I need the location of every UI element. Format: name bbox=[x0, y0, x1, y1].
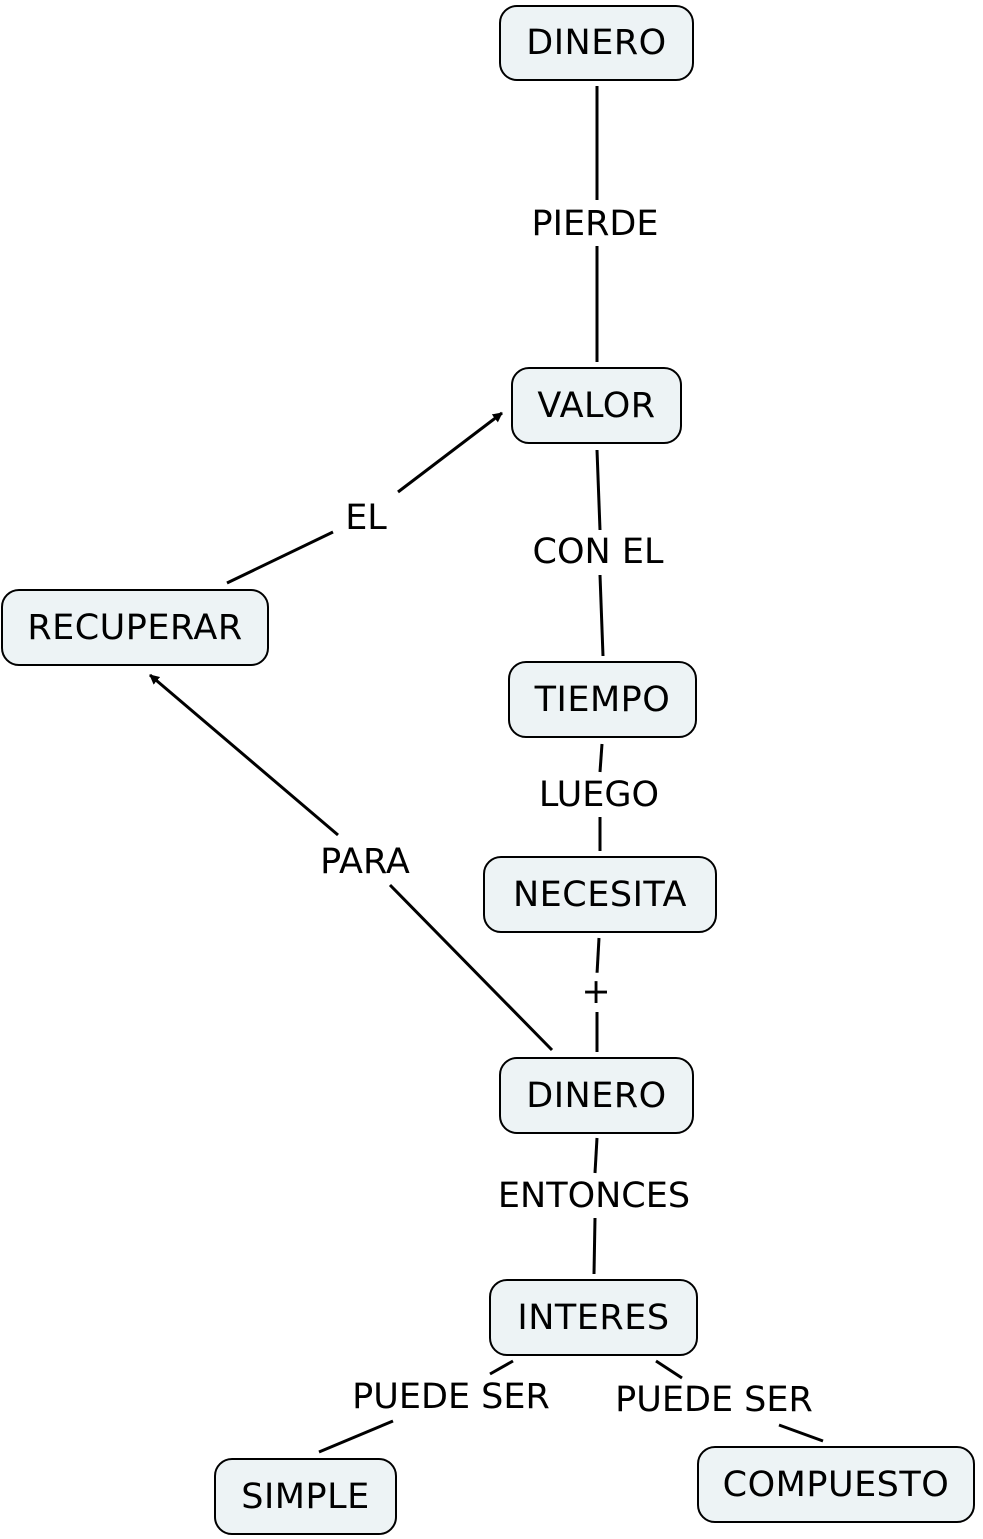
link-label-luego: LUEGO bbox=[536, 774, 662, 815]
node-dinero-top[interactable]: DINERO bbox=[499, 5, 694, 81]
edge-puedeser-compuesto bbox=[778, 1423, 824, 1443]
edge-entonces-interes bbox=[592, 1217, 597, 1275]
edge-valor-conel bbox=[595, 449, 602, 531]
edge-puedeser-simple bbox=[318, 1419, 394, 1454]
edge-para-recuperar-arrow bbox=[149, 673, 339, 837]
link-label-plus: + bbox=[579, 971, 613, 1012]
edge-tiempo-luego bbox=[598, 743, 604, 773]
link-label-puede-ser-right: PUEDE SER bbox=[613, 1379, 815, 1420]
link-label-el: EL bbox=[343, 497, 389, 538]
edge-conel-tiempo bbox=[598, 574, 605, 657]
link-label-para: PARA bbox=[318, 841, 412, 882]
link-label-pierde: PIERDE bbox=[529, 203, 661, 244]
node-dinero-bottom[interactable]: DINERO bbox=[499, 1057, 694, 1134]
node-recuperar[interactable]: RECUPERAR bbox=[1, 589, 269, 666]
edge-necesita-plus bbox=[595, 937, 601, 975]
link-label-con-el: CON EL bbox=[530, 531, 666, 572]
link-label-puede-ser-left: PUEDE SER bbox=[350, 1376, 552, 1417]
edge-recuperar-el bbox=[226, 530, 334, 585]
node-compuesto[interactable]: COMPUESTO bbox=[697, 1446, 975, 1523]
edge-dinero-para bbox=[388, 883, 554, 1052]
node-necesita[interactable]: NECESITA bbox=[483, 856, 717, 933]
edge-el-valor-arrow bbox=[397, 411, 503, 494]
edge-interes-puedeser-right bbox=[655, 1359, 683, 1380]
edge-dinero-entonces bbox=[593, 1137, 599, 1174]
edge-interes-puedeser-left bbox=[489, 1359, 514, 1376]
node-valor[interactable]: VALOR bbox=[511, 367, 682, 444]
link-label-entonces: ENTONCES bbox=[495, 1175, 693, 1216]
node-interes[interactable]: INTERES bbox=[489, 1279, 698, 1356]
node-simple[interactable]: SIMPLE bbox=[214, 1458, 397, 1535]
node-tiempo[interactable]: TIEMPO bbox=[508, 661, 697, 738]
